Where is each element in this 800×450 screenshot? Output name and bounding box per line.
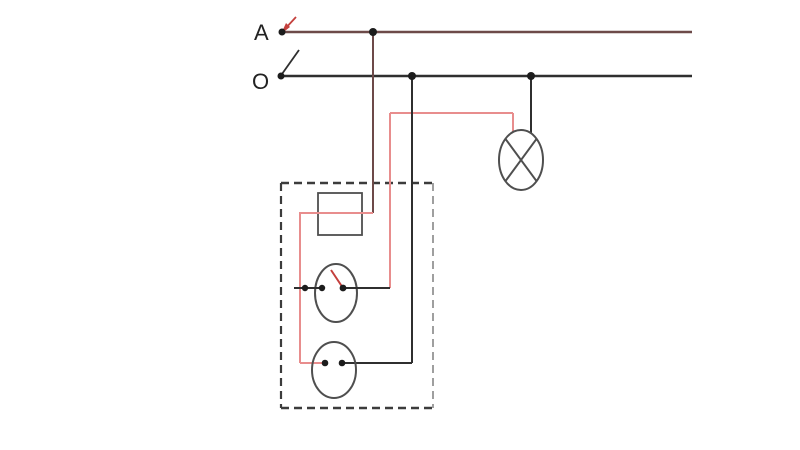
phase-label: A [254,20,269,45]
neutral-disconnect-icon [277,49,300,80]
terminal-dot [277,72,285,80]
switched-phase-wiring [299,112,514,364]
terminal-dot [318,284,326,292]
lamp-body [498,129,544,191]
terminal-dot [338,359,346,367]
neutral-wiring [342,76,532,364]
socket-body [311,341,357,399]
lamp-cross-icon [504,138,538,182]
lamp [498,129,544,191]
junction-dot [408,72,416,80]
terminal-dot [321,359,329,367]
neutral-label: O [252,69,269,94]
terminal-dot [339,284,347,292]
supply-lines: A O [252,16,692,94]
switch [294,263,390,323]
phase-disconnect-icon [278,16,297,36]
switch-lever-icon [330,269,344,289]
apartment-boundary [279,181,434,410]
junction-dot [527,72,535,80]
terminal-dot [301,284,309,292]
switch-body [314,263,358,323]
socket [311,341,357,399]
neutral-lever [281,49,300,75]
terminal-dot [278,28,286,36]
junction-dots [369,28,535,80]
junction-dot [369,28,377,36]
